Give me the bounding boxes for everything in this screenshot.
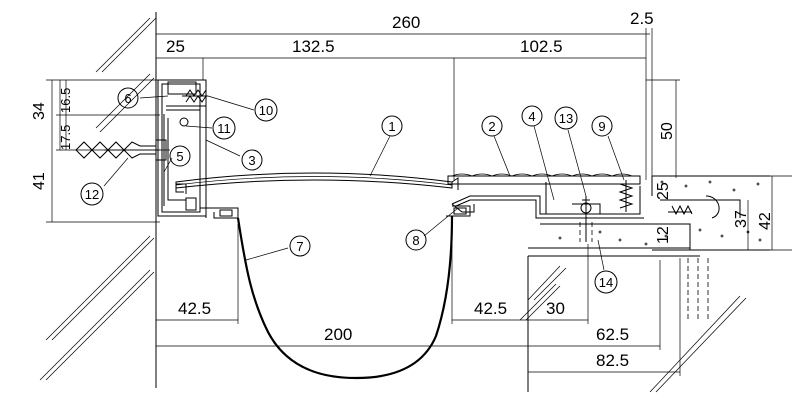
right-dimensions: 50 25 37 42 12: [646, 79, 792, 251]
right-screw: [618, 180, 634, 212]
svg-text:10: 10: [259, 103, 273, 118]
dim-82-5: 82.5: [596, 351, 629, 370]
left-dimensions: 34 16.5 17.5 41: [31, 79, 206, 223]
dim-42-5-right: 42.5: [474, 299, 507, 318]
callout-14: 14: [594, 270, 618, 294]
svg-text:1: 1: [388, 119, 395, 134]
svg-text:12: 12: [85, 187, 99, 202]
svg-text:3: 3: [248, 153, 255, 168]
callout-9: 9: [591, 115, 613, 137]
svg-text:14: 14: [599, 275, 613, 290]
callout-2: 2: [481, 115, 503, 137]
dim-132-5: 132.5: [292, 37, 335, 56]
dim-16-5: 16.5: [58, 88, 73, 113]
cover-plate: [175, 172, 459, 193]
svg-text:4: 4: [528, 109, 535, 124]
svg-text:2: 2: [488, 119, 495, 134]
dim-34: 34: [31, 102, 48, 120]
callout-8: 8: [405, 229, 427, 251]
callout-1: 1: [381, 115, 403, 137]
dim-41: 41: [31, 172, 48, 190]
callout-7: 7: [289, 235, 311, 257]
dim-260: 260: [392, 13, 420, 32]
drain-gutter: [236, 215, 454, 380]
dim-42: 42: [757, 212, 774, 230]
callout-6: 6: [117, 87, 139, 109]
callout-5: 5: [169, 145, 191, 167]
svg-text:9: 9: [598, 119, 605, 134]
dim-25-top: 25: [166, 37, 185, 56]
svg-text:13: 13: [559, 111, 573, 126]
dim-12: 12: [655, 226, 672, 244]
dim-37: 37: [733, 210, 750, 228]
wall-anchor: [75, 139, 170, 161]
callout-11: 11: [212, 116, 236, 140]
dim-25-right: 25: [655, 182, 672, 200]
dim-62-5: 62.5: [596, 325, 629, 344]
left-frame: [157, 79, 207, 218]
top-dimensions: 260 2.5 25 132.5 102.5: [156, 9, 654, 180]
tread-plate: [447, 173, 641, 185]
dim-50: 50: [659, 122, 676, 140]
callout-3: 3: [241, 149, 263, 171]
bottom-wall-hatch: [519, 256, 747, 393]
callout-12: 12: [80, 182, 104, 206]
callout-4: 4: [521, 105, 543, 127]
svg-text:6: 6: [124, 91, 131, 106]
svg-text:11: 11: [217, 121, 231, 136]
svg-text:7: 7: [296, 239, 303, 254]
dim-30: 30: [546, 299, 565, 318]
dim-42-5-left: 42.5: [178, 299, 211, 318]
dim-102-5: 102.5: [520, 37, 563, 56]
anchor-bolt: [579, 196, 593, 242]
callout-13: 13: [554, 106, 578, 130]
dim-200: 200: [324, 325, 352, 344]
svg-text:8: 8: [412, 233, 419, 248]
top-screw: [182, 89, 208, 103]
left-wall-hatch: [39, 12, 157, 388]
right-frame: [451, 182, 644, 219]
gutter-clips: [206, 205, 471, 219]
callout-10: 10: [254, 98, 278, 122]
svg-text:5: 5: [176, 149, 183, 164]
dim-17-5: 17.5: [58, 125, 73, 150]
bottom-dimensions: 42.5 42.5 30 200 62.5 82.5: [156, 220, 681, 376]
dim-2-5: 2.5: [630, 9, 654, 28]
